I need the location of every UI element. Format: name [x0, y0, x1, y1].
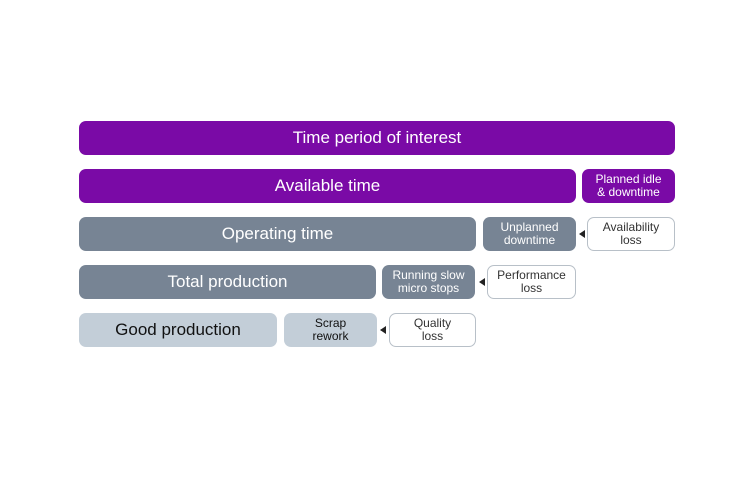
planned-idle-label: Planned idle & downtime — [595, 171, 662, 199]
performance-loss-box: Performance loss — [487, 265, 576, 299]
planned-idle-downtime-box: Planned idle & downtime — [582, 169, 675, 203]
quality-loss-box: Quality loss — [389, 313, 476, 347]
total-production-bar: Total production — [79, 265, 376, 299]
available-time-label: Available time — [274, 175, 381, 195]
arrow-left-icon — [380, 326, 386, 334]
availability-loss-box: Availability loss — [587, 217, 675, 251]
quality-loss-label: Quality loss — [413, 315, 452, 343]
total-production-label: Total production — [167, 271, 288, 291]
operating-time-label: Operating time — [221, 223, 334, 243]
unplanned-downtime-box: Unplanned downtime — [483, 217, 576, 251]
running-slow-box: Running slow micro stops — [382, 265, 475, 299]
arrow-left-icon — [579, 230, 585, 238]
unplanned-downtime-label: Unplanned downtime — [500, 219, 559, 247]
good-production-label: Good production — [115, 319, 241, 339]
arrow-left-icon — [479, 278, 485, 286]
running-slow-label: Running slow micro stops — [392, 267, 465, 295]
scrap-rework-box: Scrap rework — [284, 313, 377, 347]
good-production-bar: Good production — [79, 313, 277, 347]
time-period-of-interest-bar: Time period of interest — [79, 121, 675, 155]
available-time-bar: Available time — [79, 169, 576, 203]
performance-loss-label: Performance loss — [497, 267, 566, 295]
availability-loss-label: Availability loss — [602, 219, 660, 247]
scrap-rework-label: Scrap rework — [312, 315, 349, 343]
operating-time-bar: Operating time — [79, 217, 476, 251]
time-period-label: Time period of interest — [292, 127, 462, 147]
